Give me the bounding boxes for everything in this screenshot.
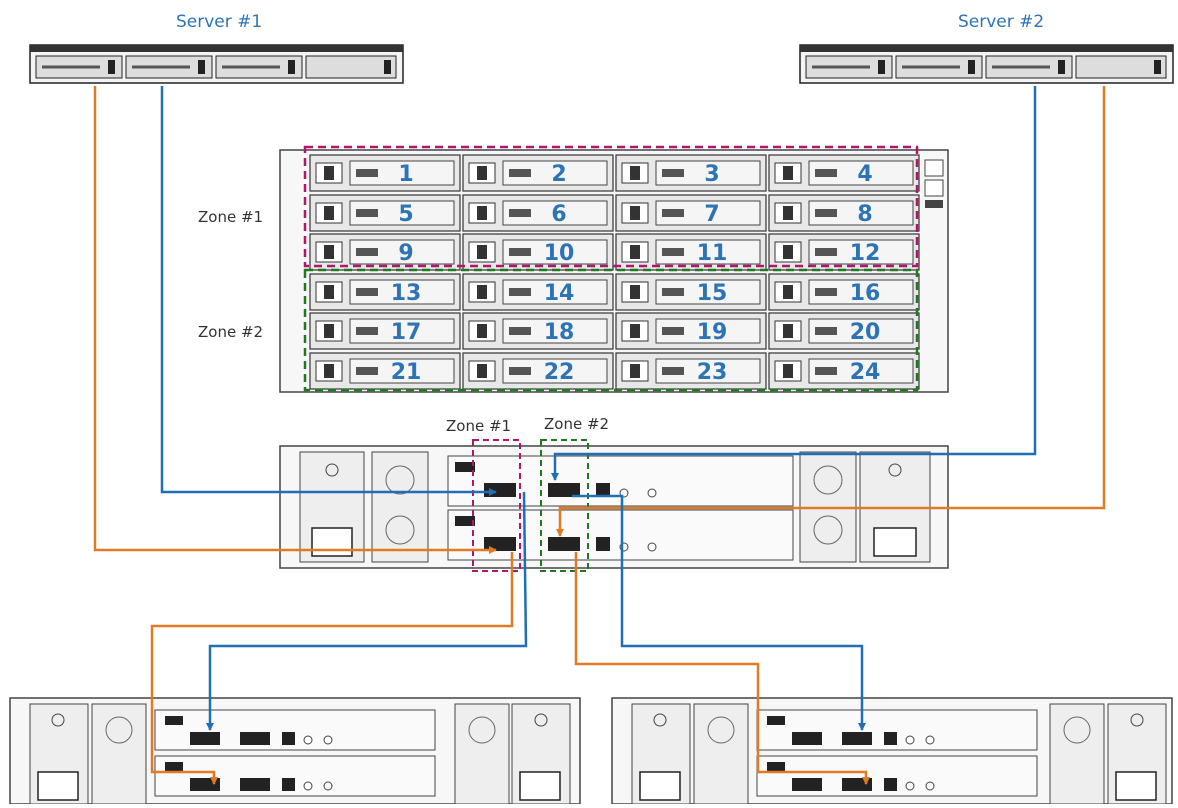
drive-slot-number: 18 (544, 320, 575, 345)
drive-slot-number: 10 (544, 241, 575, 266)
controller-port-a1 (484, 483, 516, 497)
drive-slot: 20 (768, 312, 920, 350)
drive-slot-number: 13 (391, 281, 422, 306)
drive-slot: 14 (462, 273, 614, 311)
controller-port-a2 (548, 483, 580, 497)
drive-slot: 16 (768, 273, 920, 311)
drive-slot-number: 19 (697, 320, 728, 345)
enclosure-zone-2-label: Zone #2 (198, 323, 263, 341)
server-2-label: Server #2 (958, 12, 1044, 32)
drive-slot-number: 21 (391, 360, 422, 385)
cable-server2-orange (556, 86, 1106, 537)
drive-slot: 9 (309, 233, 461, 271)
drive-slot-number: 22 (544, 360, 575, 385)
server-1-label: Server #1 (176, 12, 262, 32)
drive-slot-number: 7 (704, 202, 719, 227)
drive-slot: 1 (309, 154, 461, 192)
drive-slot-number: 1 (398, 162, 413, 187)
drive-slot: 21 (309, 352, 461, 390)
drive-slot: 24 (768, 352, 920, 390)
cable-ctrl-right-blue (572, 494, 866, 731)
cable-ctrl-right-orange (574, 552, 870, 785)
enclosure-zone-1-label: Zone #1 (198, 208, 263, 226)
drive-slot: 19 (615, 312, 767, 350)
drive-slot-number: 4 (857, 162, 872, 187)
left-exp-port-b1 (190, 778, 220, 791)
drive-slot-number: 2 (551, 162, 566, 187)
drive-slot: 22 (462, 352, 614, 390)
right-exp-port-b1 (792, 778, 822, 791)
drive-slot: 17 (309, 312, 461, 350)
drive-slot: 5 (309, 194, 461, 232)
drive-slot: 10 (462, 233, 614, 271)
drive-slot: 3 (615, 154, 767, 192)
left-exp-port-a2 (240, 732, 270, 745)
right-exp-port-a2 (842, 732, 872, 745)
drive-slot: 23 (615, 352, 767, 390)
zone-2-boundary (303, 268, 919, 392)
cable-server1-orange (93, 86, 497, 554)
cable-ctrl-left-orange (150, 552, 514, 785)
cable-ctrl-left-blue (206, 491, 528, 731)
controller-zone-2-label: Zone #2 (544, 415, 609, 433)
cable-server2-blue (551, 86, 1037, 481)
right-exp-port-b2 (842, 778, 872, 791)
drive-slot-number: 20 (850, 320, 881, 345)
drive-slot: 18 (462, 312, 614, 350)
drive-slot: 13 (309, 273, 461, 311)
expansion-chassis-left (9, 697, 581, 805)
drive-slot-number: 24 (850, 360, 881, 385)
drive-slot-number: 15 (697, 281, 728, 306)
drive-slot: 15 (615, 273, 767, 311)
drive-slot: 7 (615, 194, 767, 232)
drive-slot-number: 14 (544, 281, 575, 306)
right-exp-port-a1 (792, 732, 822, 745)
drive-slot-number: 9 (398, 241, 413, 266)
drive-slot-number: 23 (697, 360, 728, 385)
drive-slot: 2 (462, 154, 614, 192)
drive-slot: 6 (462, 194, 614, 232)
drive-slot: 12 (768, 233, 920, 271)
server-1 (29, 44, 404, 84)
drive-slot-number: 11 (697, 241, 728, 266)
left-exp-port-a1 (190, 732, 220, 745)
controller-port-b2 (548, 537, 580, 551)
drive-slot-number: 17 (391, 320, 422, 345)
expansion-chassis-right (611, 697, 1173, 805)
drive-slot-number: 5 (398, 202, 413, 227)
left-exp-port-b2 (240, 778, 270, 791)
drive-slot-number: 6 (551, 202, 566, 227)
drive-slot: 4 (768, 154, 920, 192)
controller-zone-1-label: Zone #1 (446, 417, 511, 435)
controller-zone-1-boundary (472, 439, 521, 572)
drive-slot: 8 (768, 194, 920, 232)
drive-slot-number: 3 (704, 162, 719, 187)
zone-1-boundary (303, 145, 919, 268)
server-2 (799, 44, 1174, 84)
controller-chassis (279, 439, 949, 572)
drive-slot-number: 12 (850, 241, 881, 266)
drive-slot-number: 8 (857, 202, 872, 227)
drive-slot-number: 16 (850, 281, 881, 306)
drive-slot: 11 (615, 233, 767, 271)
controller-zone-2-boundary (540, 439, 589, 572)
cable-server1-blue (160, 86, 497, 496)
